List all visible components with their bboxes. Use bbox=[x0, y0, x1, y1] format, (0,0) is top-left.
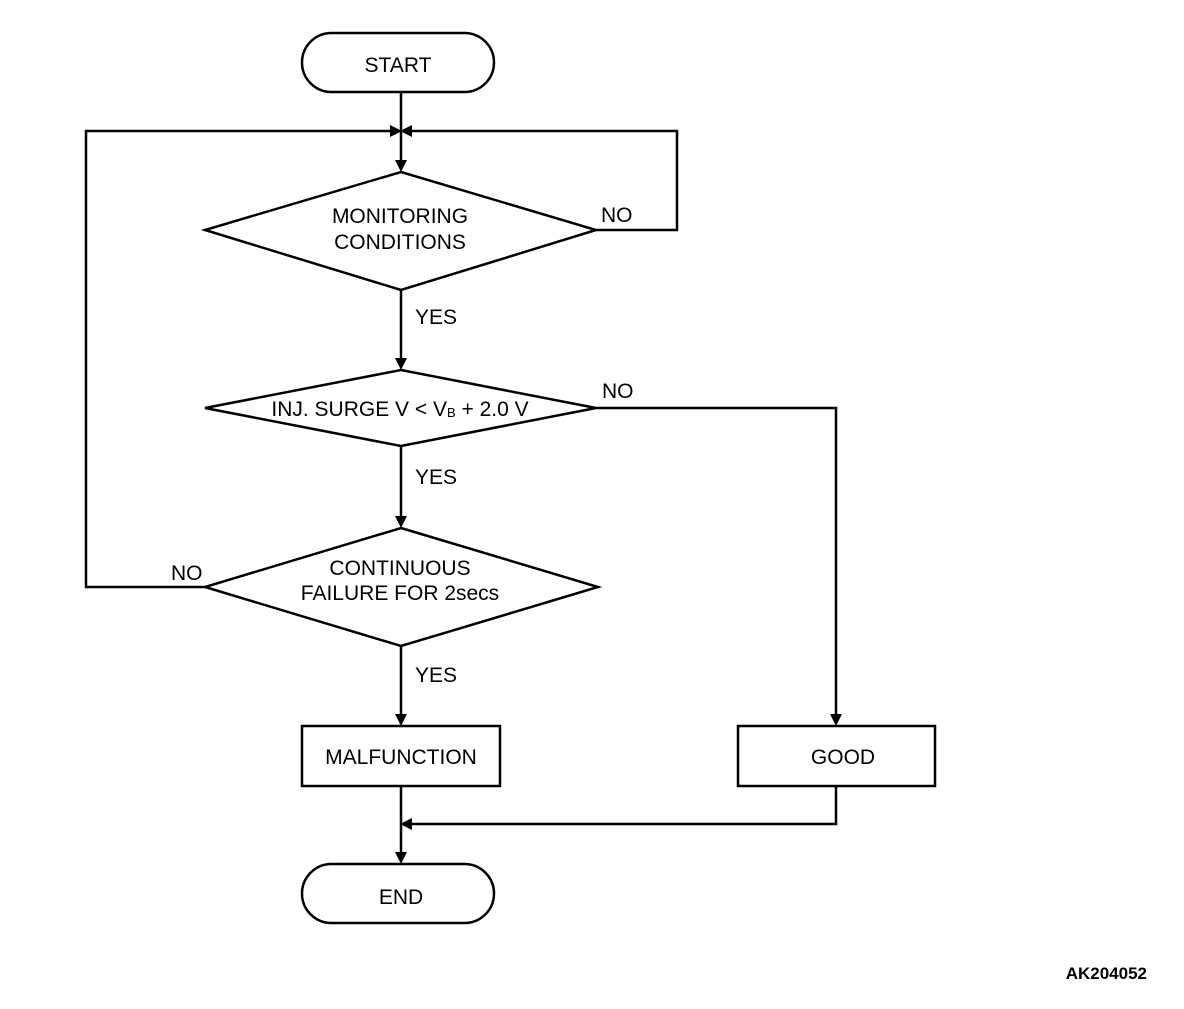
decision-surge-suffix: + 2.0 V bbox=[456, 398, 529, 421]
start-terminal: START bbox=[300, 31, 496, 94]
decision-continuous-line1: CONTINUOUS bbox=[329, 557, 470, 580]
figure-code: AK204052 bbox=[1066, 964, 1147, 983]
decision-inj-surge-voltage: INJ. SURGE V < VB + 2.0 V bbox=[204, 368, 597, 448]
connector-lines bbox=[84, 92, 838, 854]
end-terminal: END bbox=[300, 862, 496, 925]
arrow-no-loop-right bbox=[400, 125, 412, 137]
good-label: GOOD bbox=[811, 746, 875, 769]
decision-continuous-failure: CONTINUOUS FAILURE FOR 2secs bbox=[200, 526, 603, 648]
monitoring-no-label: NO bbox=[601, 204, 633, 227]
continuous-yes-label: YES bbox=[415, 664, 457, 687]
arrow-into-continuous bbox=[395, 516, 407, 528]
decision-monitoring-line1: MONITORING bbox=[332, 205, 468, 228]
malfunction-box: MALFUNCTION bbox=[300, 724, 502, 788]
decision-surge-prefix: INJ. SURGE V < V bbox=[271, 398, 447, 421]
arrow-into-monitoring bbox=[395, 160, 407, 172]
malfunction-label: MALFUNCTION bbox=[325, 746, 477, 769]
monitoring-yes-label: YES bbox=[415, 306, 457, 329]
branch-labels: NO YES NO YES NO YES bbox=[171, 204, 634, 687]
surge-no-label: NO bbox=[602, 380, 634, 403]
arrow-no-loop-left bbox=[390, 125, 402, 137]
decision-monitoring-conditions: MONITORING CONDITIONS bbox=[200, 170, 601, 292]
decision-surge-text: INJ. SURGE V < VB + 2.0 V bbox=[271, 398, 528, 421]
end-label: END bbox=[379, 886, 423, 909]
start-label: START bbox=[365, 54, 432, 77]
decision-monitoring-line2: CONDITIONS bbox=[334, 231, 466, 254]
arrow-into-end bbox=[395, 852, 407, 864]
decision-surge-subscript: B bbox=[447, 405, 456, 420]
good-box: GOOD bbox=[736, 724, 937, 788]
arrow-good-merge bbox=[400, 818, 412, 830]
arrow-into-good bbox=[830, 714, 842, 726]
surge-yes-label: YES bbox=[415, 466, 457, 489]
arrow-into-surge bbox=[395, 358, 407, 370]
decision-continuous-line2: FAILURE FOR 2secs bbox=[301, 582, 499, 605]
arrowheads bbox=[390, 125, 842, 864]
arrow-into-malfunction bbox=[395, 714, 407, 726]
continuous-no-label: NO bbox=[171, 562, 203, 585]
